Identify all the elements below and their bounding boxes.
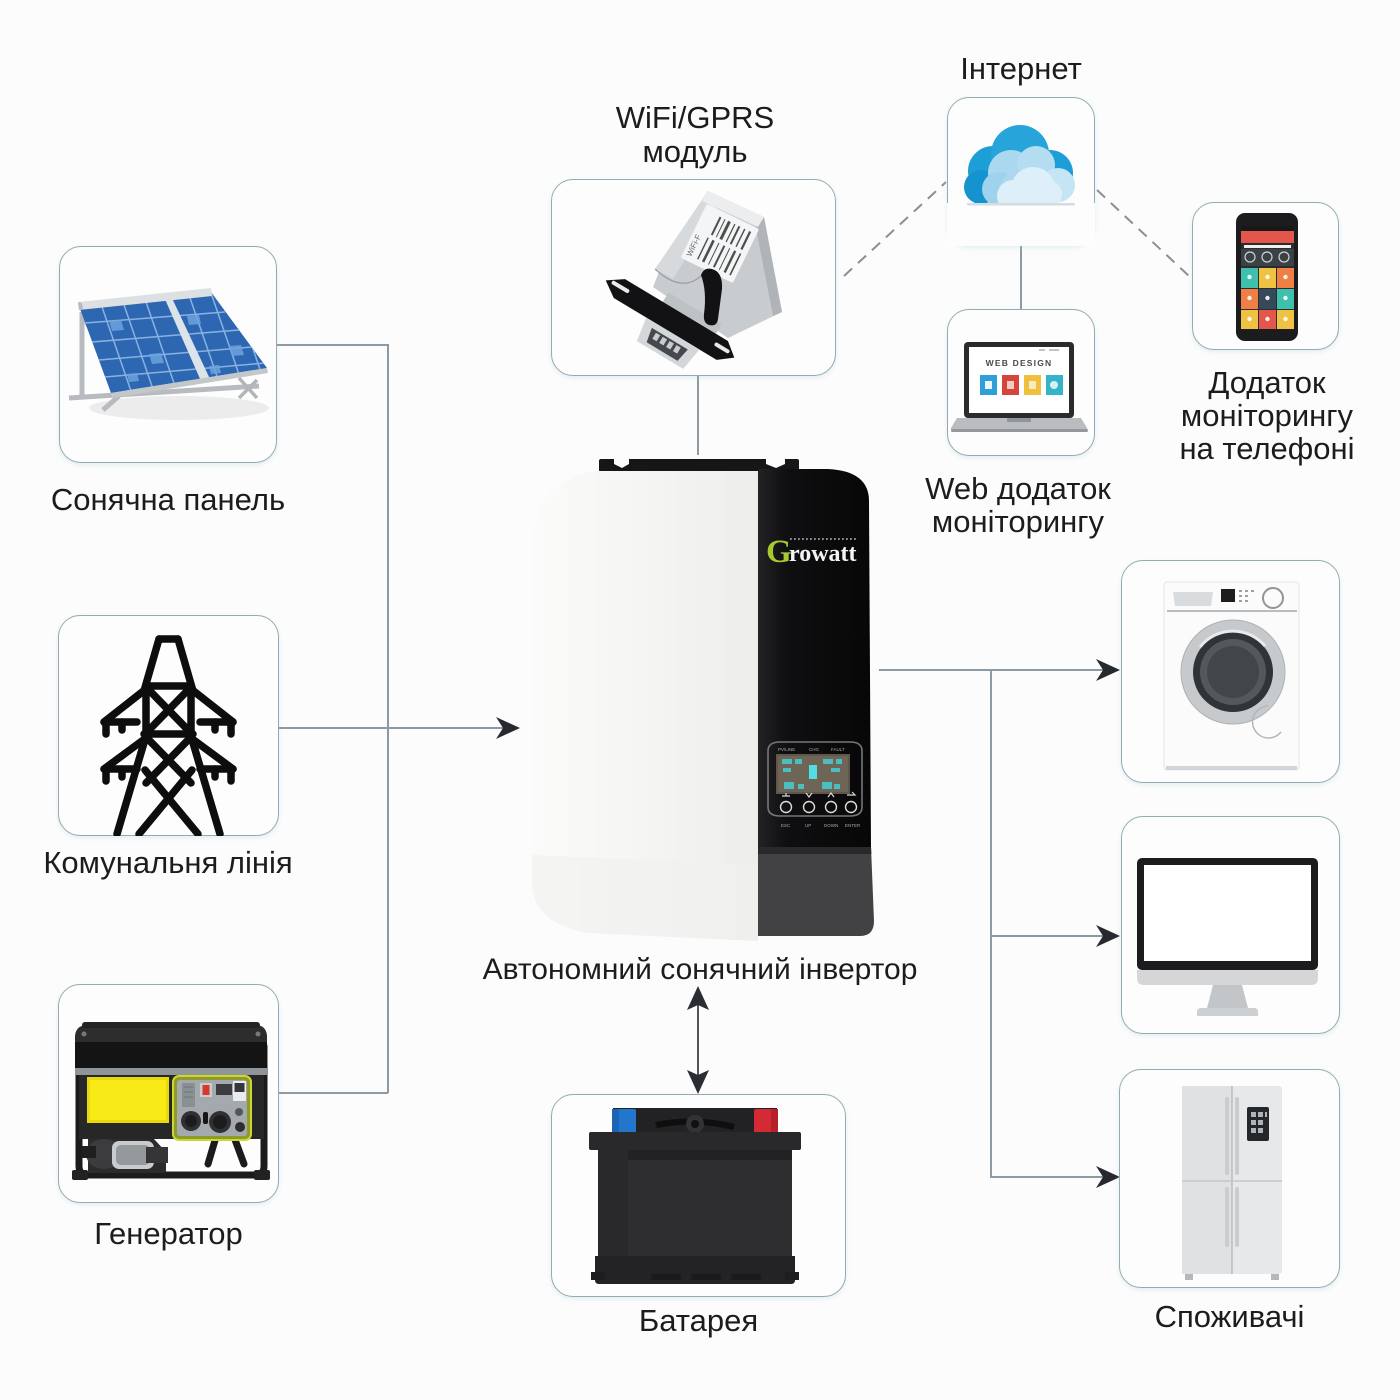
svg-text:ESC: ESC	[781, 823, 791, 828]
svg-text:DOWN: DOWN	[824, 823, 838, 828]
svg-text:UP: UP	[805, 823, 811, 828]
svg-text:PV/LINE: PV/LINE	[778, 747, 795, 752]
svg-text:WEB DESIGN: WEB DESIGN	[986, 358, 1053, 368]
svg-text:ENTER: ENTER	[845, 823, 861, 828]
svg-text:CHG: CHG	[809, 747, 819, 752]
svg-text:G: G	[766, 534, 792, 570]
svg-text:FAULT: FAULT	[831, 747, 845, 752]
svg-text:rowatt: rowatt	[789, 541, 857, 567]
